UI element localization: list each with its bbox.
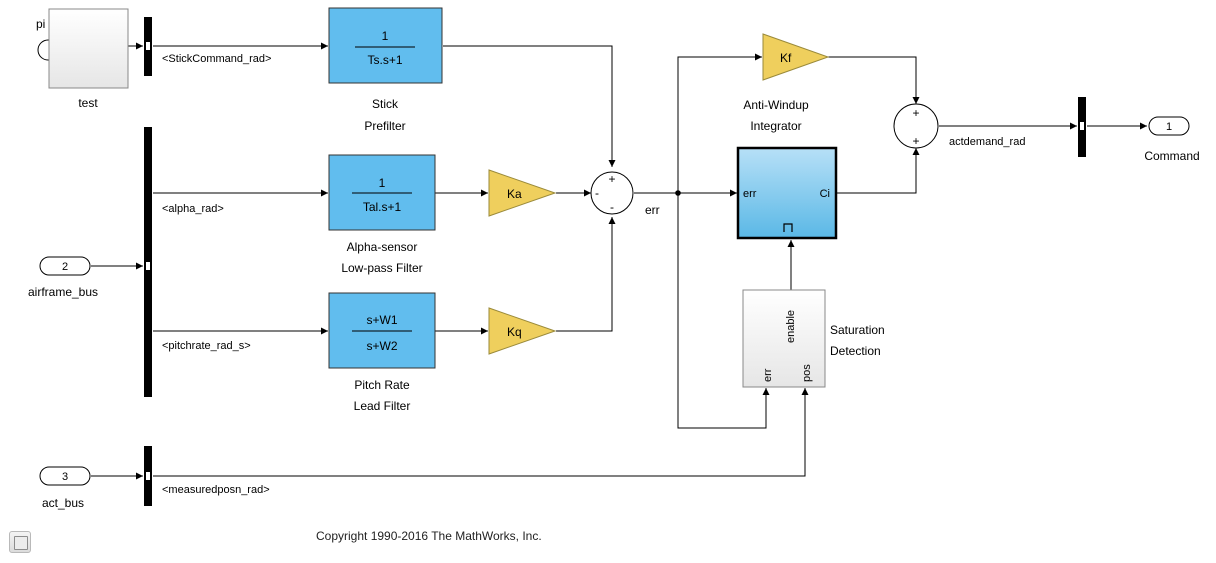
saturation-label-1: Saturation [830,323,885,337]
inport-2-name: airframe_bus [28,285,98,299]
gain-ka-label: Ka [507,187,522,201]
inport-3-name: act_bus [42,496,84,510]
pitch-lead-den: s+W2 [366,339,397,353]
saturation-port-enable: enable [785,310,797,343]
stick-prefilter-block[interactable]: 1 Ts.s+1 Stick Prefilter [328,7,443,133]
gain-kf-label: Kf [780,51,792,65]
stick-prefilter-label-2: Prefilter [364,119,405,133]
alpha-filter-label-2: Low-pass Filter [341,261,422,275]
inport-2-number: 2 [62,261,68,273]
integrator-label-2: Integrator [750,119,801,133]
pitch-lead-num: s+W1 [366,313,397,327]
trigger-pulse-icon [783,223,793,232]
signal-label-pitchrate: <pitchrate_rad_s> [162,340,251,352]
bus-selector-2[interactable] [144,127,152,397]
sum-block-1[interactable]: - + - [590,171,634,215]
bus-creator[interactable] [1078,97,1086,157]
outport-1[interactable]: 1 Command [1144,116,1200,163]
gain-kq[interactable]: Kq [488,307,557,355]
sum-block-2[interactable]: + + [893,103,939,149]
sum1-sign-left: - [595,186,599,200]
bus-selector-1[interactable] [144,17,152,76]
sum2-sign-top: + [912,106,919,120]
signal-label-actdemand: actdemand_rad [949,136,1025,148]
signal-label-alpha: <alpha_rad> [162,203,224,215]
inport-3[interactable]: 3 act_bus [39,466,91,510]
alpha-filter-label-1: Alpha-sensor [347,240,418,254]
integrator-label-1: Anti-Windup [743,98,809,112]
saturation-port-err: err [762,368,774,382]
outport-1-name: Command [1144,149,1199,163]
gain-ka[interactable]: Ka [488,169,557,217]
inport-1-name: pi [36,17,45,31]
signal-lines [88,42,1147,480]
alpha-filter-block[interactable]: 1 Tal.s+1 Alpha-sensor Low-pass Filter [328,154,436,275]
sum1-sign-top: + [608,172,615,186]
saturation-label-2: Detection [830,344,881,358]
stick-prefilter-label-1: Stick [372,97,399,111]
pitch-lead-label-1: Pitch Rate [354,378,410,392]
saturation-detection[interactable]: enable err pos Saturation Detection [742,289,885,388]
outport-1-number: 1 [1166,121,1172,133]
alpha-filter-den: Tal.s+1 [363,200,402,214]
gain-kf[interactable]: Kf [762,33,830,81]
test-subsystem-label: test [78,96,98,110]
sum1-sign-bottom: - [610,200,614,214]
bus-selector-3[interactable] [144,446,152,506]
signal-label-measuredposn: <measuredposn_rad> [162,484,270,496]
stick-prefilter-num: 1 [382,29,389,43]
pitch-lead-filter-block[interactable]: s+W1 s+W2 Pitch Rate Lead Filter [328,292,436,413]
anti-windup-integrator[interactable]: Anti-Windup Integrator err Ci [736,98,838,240]
save-icon[interactable] [9,531,31,553]
integrator-port-ci: Ci [820,188,830,200]
stick-prefilter-den: Ts.s+1 [367,53,402,67]
signal-label-stick-command: <StickCommand_rad> [162,53,271,65]
alpha-filter-num: 1 [379,176,386,190]
copyright-text: Copyright 1990-2016 The MathWorks, Inc. [316,529,542,543]
gain-kq-label: Kq [507,325,522,339]
inport-2[interactable]: 2 airframe_bus [28,256,98,299]
signal-label-err: err [645,203,660,217]
sum2-sign-bottom: + [912,134,919,148]
branch-point [675,190,681,196]
integrator-port-err: err [743,188,757,200]
inport-3-number: 3 [62,471,68,483]
saturation-port-pos: pos [801,364,813,382]
pitch-lead-label-2: Lead Filter [354,399,411,413]
test-subsystem[interactable]: test [48,8,129,110]
